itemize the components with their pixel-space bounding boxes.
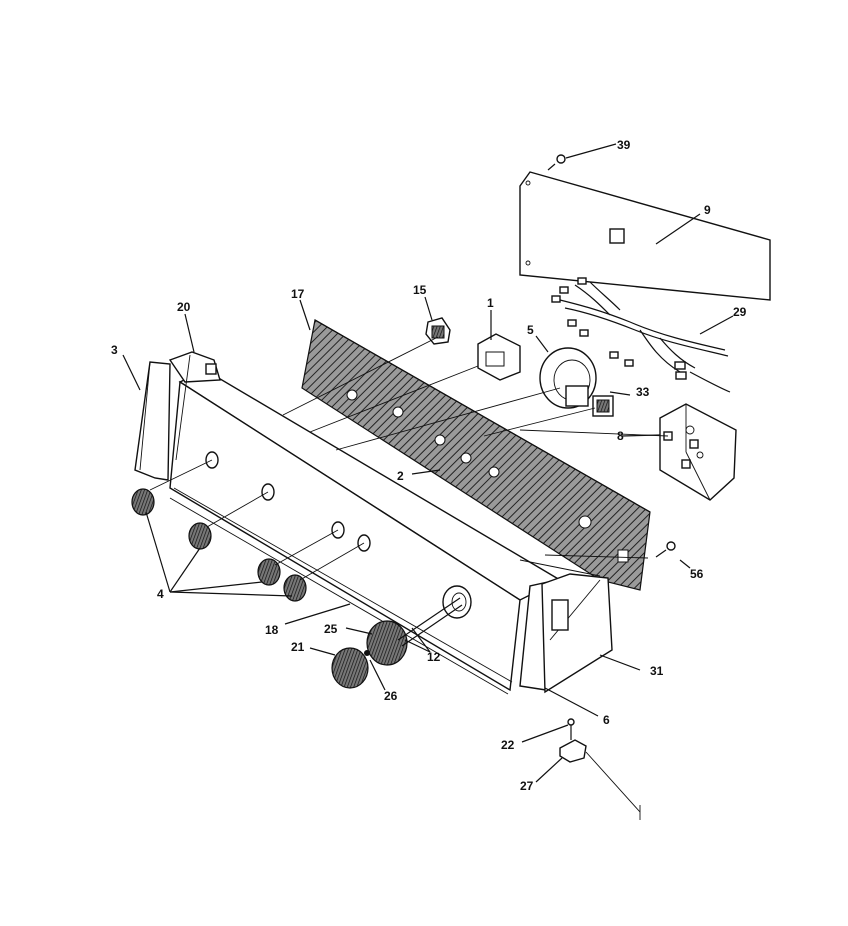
- callout-3: 3: [111, 343, 118, 357]
- end-cap-right: [519, 573, 613, 694]
- screw-39: [547, 154, 566, 171]
- callout-15: 15: [413, 283, 427, 297]
- knob-set-4: [131, 488, 307, 602]
- callout-1: 1: [487, 296, 494, 310]
- control-panel-back: [301, 319, 651, 591]
- timer-5: [539, 347, 597, 409]
- callout-8-module: 8: [617, 429, 624, 443]
- callout-39: 39: [617, 138, 631, 152]
- callout-27: 27: [520, 779, 534, 793]
- end-cap-left: [134, 361, 171, 481]
- callout-21: 21: [291, 640, 305, 654]
- switch-15: [425, 317, 451, 345]
- console-front: [169, 369, 562, 695]
- screw-56: [655, 541, 676, 558]
- callout-31: 31: [650, 664, 664, 678]
- rear-mounting-plate: [519, 171, 771, 301]
- callout-20: 20: [177, 300, 191, 314]
- callout-33: 33: [636, 385, 650, 399]
- timer-knob: [331, 620, 408, 689]
- shaft-12: [397, 597, 463, 647]
- callout-25: 25: [324, 622, 338, 636]
- switch-1: [477, 333, 521, 381]
- leader-lines: [122, 143, 734, 783]
- bracket-20: [168, 351, 221, 461]
- callout-6: 6: [603, 713, 610, 727]
- callout-18: 18: [265, 623, 279, 637]
- assembly-lines: [149, 336, 669, 581]
- callout-9: 9: [704, 203, 711, 217]
- callout-29: 29: [733, 305, 747, 319]
- switch-33: [592, 395, 614, 417]
- control-module: [659, 403, 737, 501]
- callout-labels: 39 9 29 15 1 17 20 3 5 33 8 2 56 4 18 25…: [111, 138, 747, 793]
- callout-22: 22: [501, 738, 515, 752]
- callout-56: 56: [690, 567, 704, 581]
- callout-2: 2: [397, 469, 404, 483]
- wire-harness: [551, 277, 731, 393]
- callout-4: 4: [157, 587, 164, 601]
- callout-5: 5: [527, 323, 534, 337]
- callout-26: 26: [384, 689, 398, 703]
- callout-12: 12: [427, 650, 441, 664]
- lower-bracket: [559, 718, 641, 820]
- callout-17: 17: [291, 287, 305, 301]
